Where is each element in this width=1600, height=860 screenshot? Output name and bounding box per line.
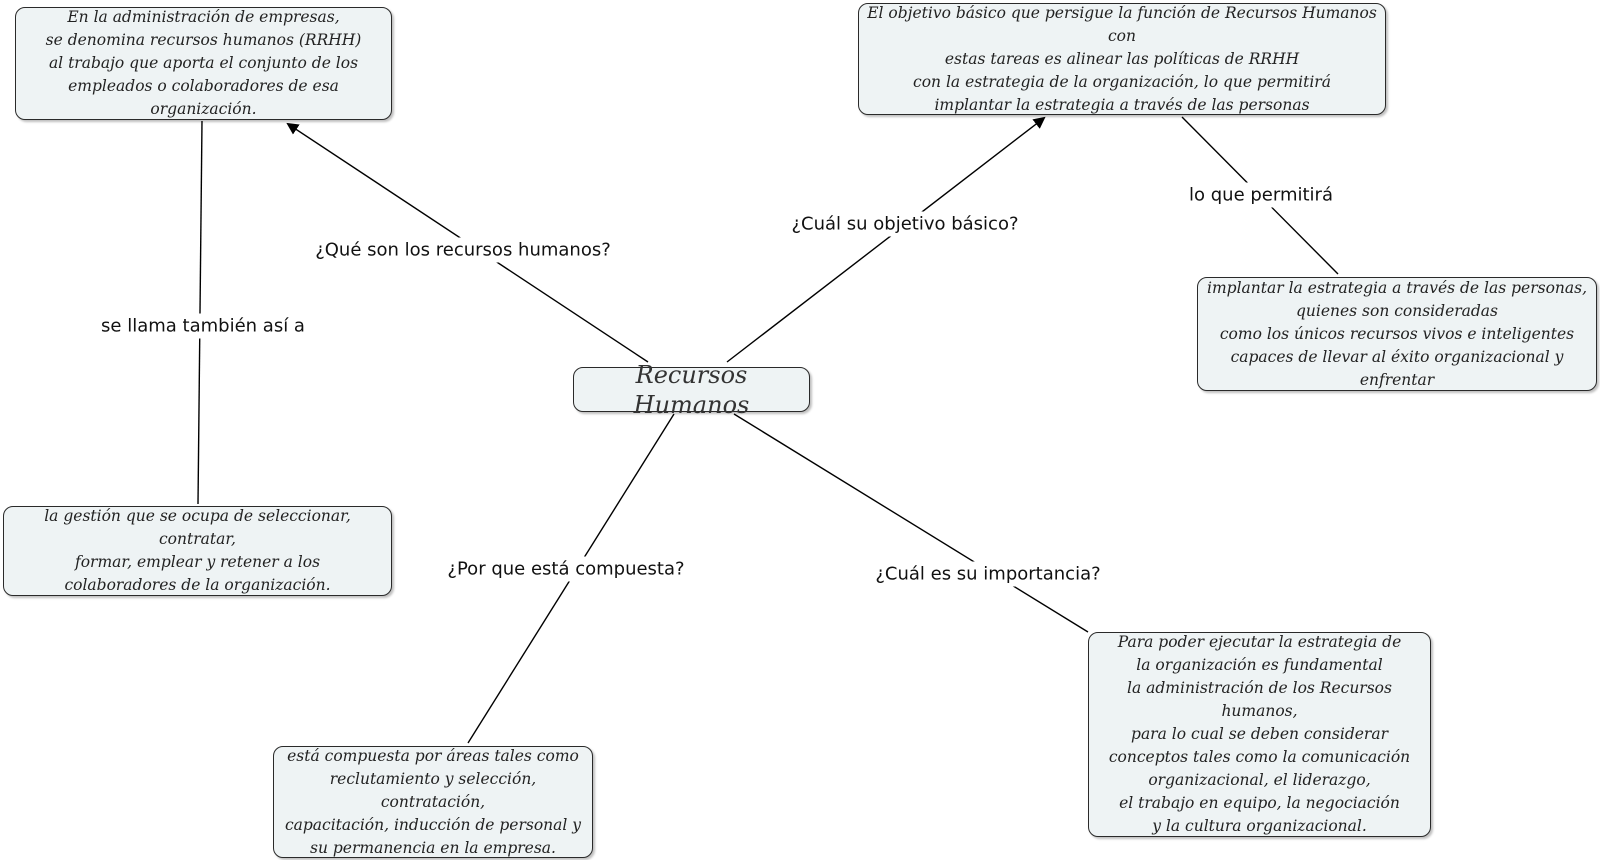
edge-definition-to-management [197,120,203,505]
implant-node[interactable]: implantar la estrategia a través de las … [1197,277,1597,391]
composition-node[interactable]: está compuesta por áreas tales como recl… [273,746,593,858]
link-label-compuesta: ¿Por que está compuesta? [444,556,688,582]
edge-center-to-importance [733,413,1089,633]
link-label-importancia: ¿Cuál es su importancia? [872,561,1104,587]
edge-center-to-objective [726,116,1046,363]
definition-node[interactable]: En la administración de empresas, se den… [15,7,392,120]
link-label-objetivo: ¿Cuál su objetivo básico? [788,211,1022,237]
link-label-se-llama: se llama también así a [98,313,308,339]
objective-node[interactable]: El objetivo básico que persigue la funci… [858,3,1386,115]
link-label-que-son: ¿Qué son los recursos humanos? [312,237,614,263]
management-node[interactable]: la gestión que se ocupa de seleccionar, … [3,506,392,596]
link-label-permitira: lo que permitirá [1186,182,1336,208]
importance-node[interactable]: Para poder ejecutar la estrategia de la … [1088,632,1431,837]
central-concept-node[interactable]: Recursos Humanos [573,361,810,419]
